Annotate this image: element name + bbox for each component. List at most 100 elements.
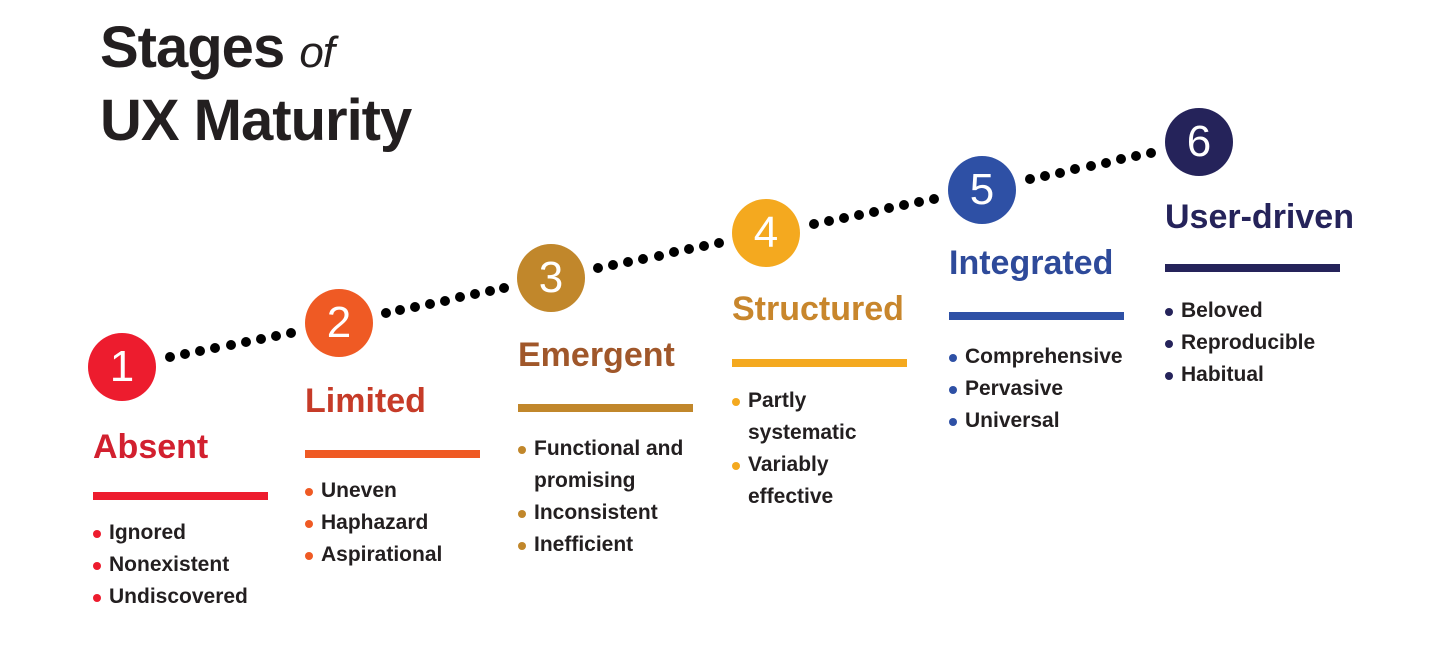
bullet-icon — [518, 542, 526, 550]
list-item: Pervasive — [949, 373, 1149, 405]
connector-dot — [899, 200, 910, 211]
stage-title: User-driven — [1165, 198, 1354, 236]
list-item: Inconsistent — [518, 497, 688, 529]
trait-text: Undiscovered — [109, 585, 248, 608]
connector-dot — [410, 301, 421, 312]
bullet-icon — [949, 354, 957, 362]
diagram-title: Stages of UX Maturity — [100, 14, 412, 155]
connector-dot — [1024, 174, 1035, 185]
bullet-icon — [732, 462, 740, 470]
trait-text: Variably effective — [748, 453, 834, 508]
connector-dot — [271, 330, 282, 341]
list-item: Haphazard — [305, 507, 505, 539]
stage-number-circle: 5 — [948, 156, 1016, 224]
title-line1: Stages — [100, 15, 285, 80]
stage-title: Limited — [305, 382, 426, 420]
connector-dot — [240, 336, 251, 347]
connector-dot — [668, 247, 679, 258]
bullet-icon — [1165, 340, 1173, 348]
connector-dot — [653, 250, 664, 261]
trait-text: Habitual — [1181, 363, 1264, 386]
connector-dot — [1085, 161, 1096, 171]
connector-dot — [1055, 167, 1066, 178]
trait-text: Partly systematic — [748, 389, 857, 444]
list-item: Variably effective — [732, 449, 902, 513]
trait-text: Inefficient — [534, 533, 634, 556]
bullet-icon — [93, 530, 101, 538]
list-item: Ignored — [93, 517, 293, 549]
trait-text: Comprehensive — [965, 345, 1123, 368]
connector-dot — [838, 212, 849, 223]
stage-title: Emergent — [518, 336, 675, 374]
stage-rule — [1165, 264, 1340, 272]
list-item: Undiscovered — [93, 581, 293, 613]
connector-dot — [484, 286, 495, 297]
bullet-icon — [305, 488, 313, 496]
connector-dot — [638, 253, 649, 264]
connector-dot — [179, 349, 190, 360]
connector-dot — [255, 333, 266, 344]
list-item: Comprehensive — [949, 341, 1149, 373]
trait-text: Beloved — [1181, 299, 1263, 322]
bullet-icon — [949, 418, 957, 426]
bullet-icon — [1165, 308, 1173, 316]
trait-text: Uneven — [321, 479, 397, 502]
bullet-icon — [518, 510, 526, 518]
bullet-icon — [93, 594, 101, 602]
trait-text: Universal — [965, 409, 1060, 432]
connector-dot — [1039, 171, 1050, 182]
connector-dot — [1146, 147, 1157, 158]
bullet-icon — [93, 562, 101, 570]
connector-dot — [1115, 154, 1126, 165]
trait-text: Ignored — [109, 521, 186, 544]
list-item: Universal — [949, 405, 1149, 437]
connector-dot — [593, 263, 604, 274]
bullet-icon — [1165, 372, 1173, 380]
connector-dot — [499, 282, 510, 293]
stage-rule — [732, 359, 907, 367]
list-item: Beloved — [1165, 295, 1365, 327]
stage-rule — [305, 450, 480, 458]
bullet-icon — [305, 520, 313, 528]
connector-dot — [869, 206, 879, 217]
connector-dot — [1100, 157, 1111, 168]
connector-dot — [225, 340, 236, 350]
trait-text: Pervasive — [965, 377, 1064, 400]
trait-text: Nonexistent — [109, 553, 230, 576]
list-item: Nonexistent — [93, 549, 293, 581]
bullet-icon — [949, 386, 957, 394]
trait-text: Functional and promising — [534, 437, 684, 492]
connector-dot — [929, 194, 940, 205]
stage-number-circle: 3 — [517, 244, 585, 312]
connector-dot — [440, 295, 450, 306]
stage-rule — [93, 492, 268, 500]
connector-dot — [1131, 150, 1142, 161]
bullet-icon — [305, 552, 313, 560]
connector-dot — [425, 298, 436, 309]
stage-rule — [518, 404, 693, 412]
list-item: Uneven — [305, 475, 505, 507]
stage-number-circle: 6 — [1165, 108, 1233, 176]
trait-text: Haphazard — [321, 511, 429, 534]
stage-title: Integrated — [949, 244, 1114, 282]
list-item: Reproducible — [1165, 327, 1365, 359]
bullet-icon — [518, 446, 526, 454]
stage-number-circle: 4 — [732, 199, 800, 267]
connector-dot — [914, 197, 925, 208]
list-item: Habitual — [1165, 359, 1365, 391]
connector-dot — [683, 244, 694, 255]
connector-dot — [469, 289, 480, 300]
connector-dot — [164, 352, 175, 363]
connector-dot — [395, 304, 406, 315]
connector-dot — [884, 203, 895, 214]
trait-text: Inconsistent — [534, 501, 658, 524]
stage-rule — [949, 312, 1124, 320]
stage-number-circle: 1 — [88, 333, 156, 401]
connector-dot — [1070, 164, 1081, 175]
